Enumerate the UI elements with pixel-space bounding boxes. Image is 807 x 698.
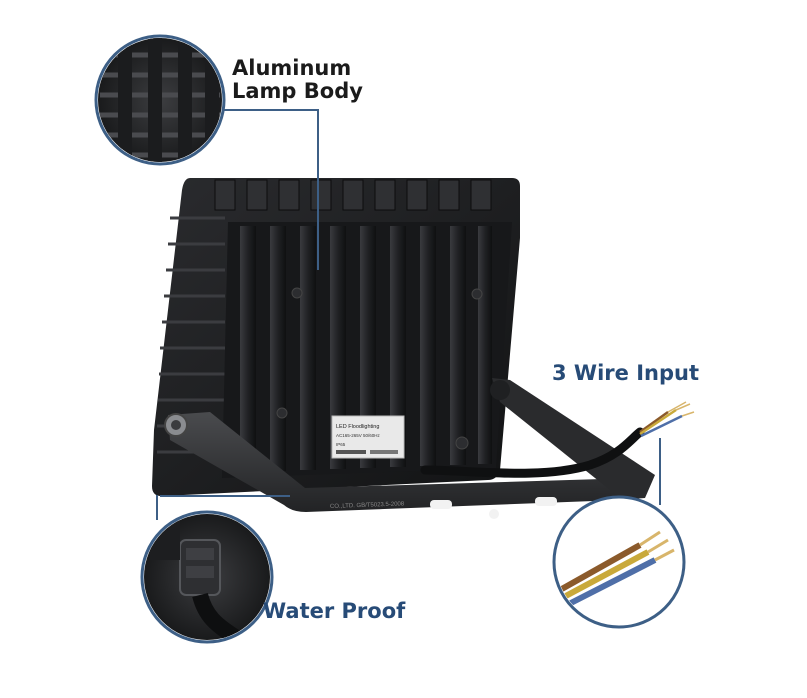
plate-line3: IP65	[336, 442, 346, 447]
power-cable	[420, 401, 695, 478]
callout-body-line2: Lamp Body	[232, 78, 363, 103]
callout-leader-lines	[156, 109, 661, 520]
inset-heatsink-closeup	[94, 34, 226, 166]
callout-3-wire-input: 3 Wire Input	[552, 361, 699, 385]
housing-screws	[276, 287, 483, 450]
inset-wire-ends-closeup	[552, 495, 686, 629]
mounting-bracket: CO.,LTD. GB/T5023.5-2008	[164, 378, 655, 519]
plate-title: LED Floodlighting	[336, 424, 379, 430]
spec-label-plate: LED Floodlighting AC165-265V 50/60Hz IP6…	[331, 415, 405, 459]
callout-water-proof: Water Proof	[263, 599, 406, 623]
bracket-text: CO.,LTD. GB/T5023.5-2008	[330, 501, 405, 510]
inset-cable-gland-closeup	[140, 510, 274, 644]
callout-aluminum-lamp-body: Aluminum Lamp Body	[232, 57, 363, 102]
lamp-housing	[152, 178, 520, 497]
heatsink-vertical-fins	[240, 226, 492, 472]
housing-side-fins	[157, 216, 225, 454]
callout-body-line1: Aluminum	[232, 56, 352, 80]
plate-line2: AC165-265V 50/60Hz	[336, 433, 381, 438]
housing-top-fins	[214, 179, 492, 211]
